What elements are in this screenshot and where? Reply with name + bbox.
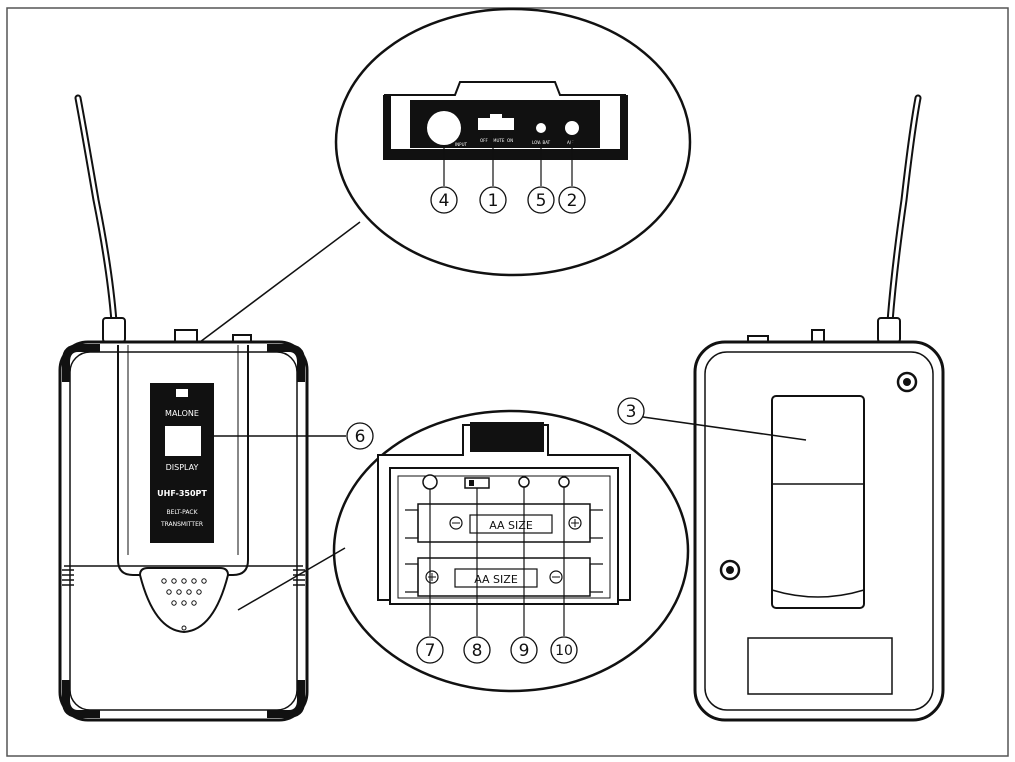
battery-door-tab (138, 567, 230, 634)
battery-detail-leader (237, 547, 346, 611)
brand-logo-icon (176, 389, 188, 397)
switch-pos-off: OFF (480, 138, 488, 143)
battery-1-label: AA SIZE (489, 519, 533, 532)
display-label: DISPLAY (166, 463, 199, 472)
top-panel-detail: INPUT OFF MUTE ON LOW BAT A/F (199, 7, 692, 343)
top-detail-leader (199, 221, 361, 343)
product-line-1: BELT-PACK (166, 509, 198, 516)
callout-4: 4 (439, 191, 450, 211)
callout-10-circle (550, 636, 578, 664)
input-jack (427, 111, 461, 145)
callout-10: 10 (555, 643, 573, 659)
af-jack-label: A/F (567, 140, 574, 145)
callout-9: 9 (519, 641, 530, 661)
front-view: MALONE DISPLAY UHF-350PT BELT-PACK TRANS… (58, 94, 309, 722)
callout-1: 1 (488, 191, 499, 211)
belt-clip (771, 395, 865, 609)
channel-button (558, 476, 570, 488)
callout-6-circle (346, 422, 374, 450)
callout-8: 8 (472, 641, 483, 661)
set-button (518, 476, 530, 488)
callout-3: 3 (626, 402, 637, 422)
callout-5-circle (527, 186, 555, 214)
input-jack-label: INPUT (455, 142, 468, 147)
callout-7: 7 (425, 641, 436, 661)
power-switch (478, 118, 514, 130)
belt-clip-black (470, 422, 544, 452)
callout-7-circle (416, 636, 444, 664)
callout-9-circle (510, 636, 538, 664)
callouts (346, 186, 645, 664)
callout-2: 2 (567, 191, 578, 211)
product-line-2: TRANSMITTER (160, 521, 203, 528)
battery-slot-1 (417, 503, 591, 543)
front-label-plate (150, 383, 214, 543)
switch-pos-on: ON (507, 138, 513, 143)
low-bat-led (536, 123, 546, 133)
af-jack (565, 121, 579, 135)
model-label: UHF-350PT (157, 489, 207, 498)
gain-switch (464, 477, 490, 489)
display-window (165, 426, 201, 456)
callout-4-circle (430, 186, 458, 214)
callout-3-circle (617, 397, 645, 425)
switch-pos-mute: MUTE (493, 138, 505, 143)
callout-2-circle (558, 186, 586, 214)
callout-5: 5 (536, 191, 547, 211)
battery-compartment-detail: AA SIZE AA SIZE (237, 409, 690, 693)
battery-2-label: AA SIZE (474, 573, 518, 586)
back-view (642, 94, 945, 722)
group-knob (422, 474, 438, 490)
callout-1-circle (479, 186, 507, 214)
callout-6: 6 (355, 427, 366, 447)
rear-label-area (747, 637, 893, 695)
callout-8-circle (463, 636, 491, 664)
brand-logo-text: MALONE (165, 409, 199, 418)
